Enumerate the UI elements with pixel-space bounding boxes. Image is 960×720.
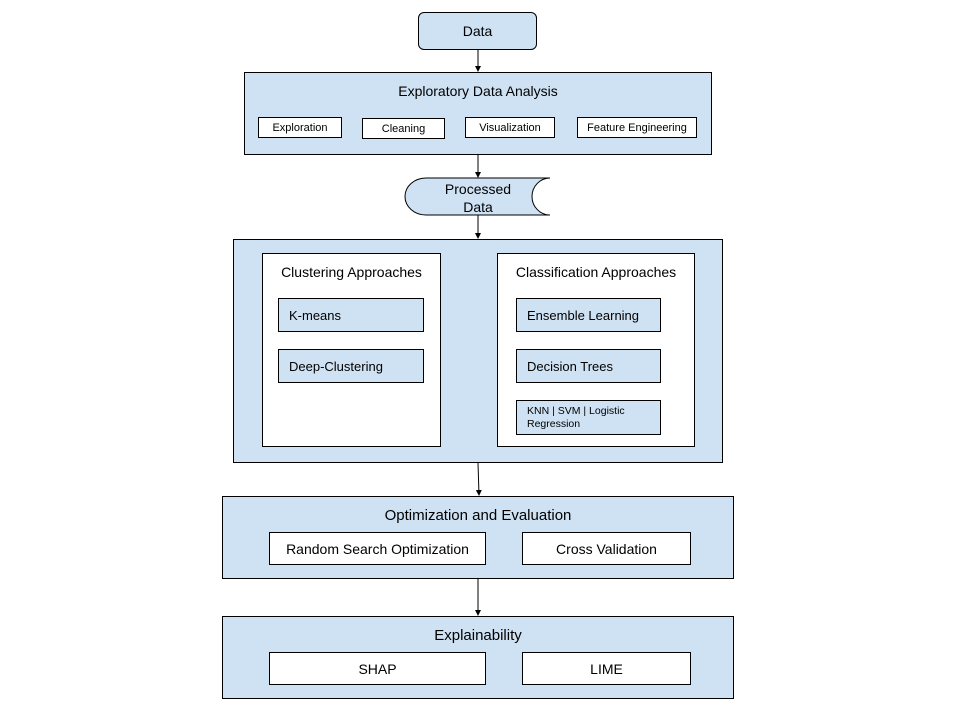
classification-item-ensemble: Ensemble Learning: [516, 298, 661, 332]
classification-title: Classification Approaches: [515, 264, 677, 280]
optimization-item-cross-validation: Cross Validation: [522, 532, 691, 565]
eda-container: Exploratory Data Analysis: [244, 72, 712, 155]
clustering-item-deep-clustering: Deep-Clustering: [278, 349, 424, 383]
optimization-title: Optimization and Evaluation: [384, 507, 572, 524]
classification-item-knn-svm-lr: KNN | SVM | Logistic Regression: [516, 400, 661, 435]
processed-data-label: Processed Data: [444, 181, 512, 215]
explainability-item-lime: LIME: [522, 652, 691, 685]
clustering-title: Clustering Approaches: [281, 264, 422, 280]
data-node-label: Data: [462, 23, 493, 39]
clustering-item-kmeans: K-means: [278, 298, 424, 332]
arrow-models-to-optimization: [475, 462, 482, 496]
eda-item-feature-engineering: Feature Engineering: [577, 117, 697, 138]
classification-item-decision-trees: Decision Trees: [516, 349, 661, 383]
optimization-item-random-search: Random Search Optimization: [269, 532, 486, 565]
eda-item-cleaning: Cleaning: [362, 118, 445, 139]
explainability-title: Explainability: [434, 627, 522, 644]
processed-data-shape: [404, 177, 551, 216]
explainability-item-shap: SHAP: [269, 652, 486, 685]
eda-title: Exploratory Data Analysis: [398, 83, 558, 99]
eda-item-exploration: Exploration: [258, 117, 342, 138]
data-node: Data: [418, 12, 537, 50]
eda-item-visualization: Visualization: [465, 117, 555, 138]
